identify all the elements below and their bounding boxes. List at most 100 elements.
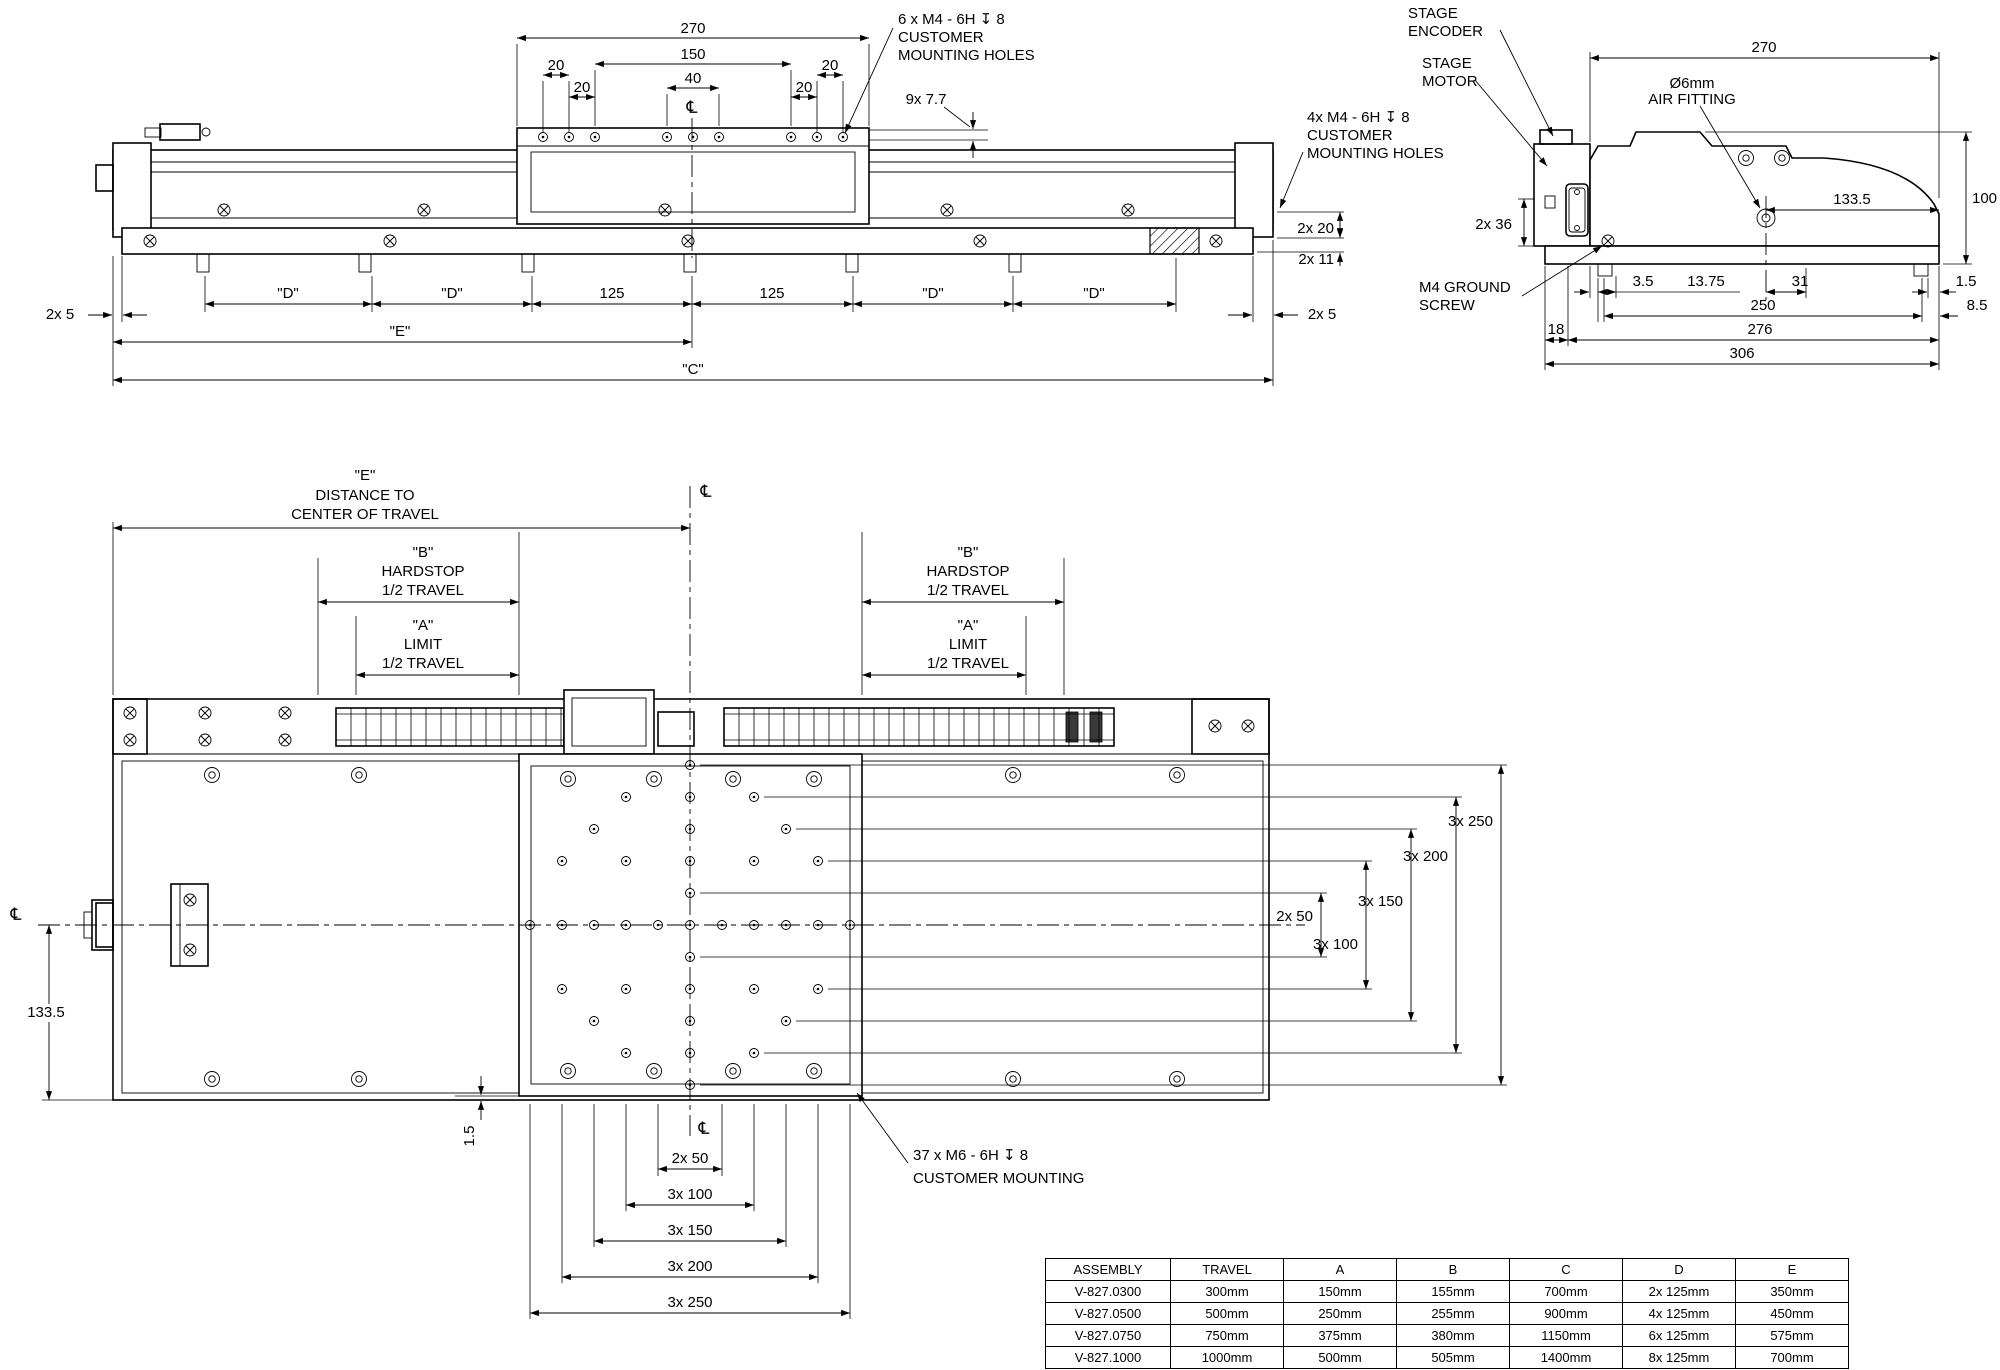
centerline-symbol: ℄ [698, 1119, 710, 1138]
dim-E-label: "E" [390, 323, 411, 340]
cell-e: 575mm [1735, 1324, 1849, 1347]
cell-b: 380mm [1396, 1324, 1510, 1347]
dim-40-label: 40 [685, 70, 702, 87]
limit-left-line1: "A" [413, 617, 434, 634]
table-header-d: D [1622, 1258, 1736, 1281]
plan-left-endcap [112, 698, 148, 755]
cell-assembly: V-827.0500 [1045, 1302, 1171, 1325]
ground-screw-label-2: SCREW [1419, 297, 1476, 314]
cell-travel: 500mm [1170, 1302, 1284, 1325]
table-row: V-827.1000 1000mm 500mm 505mm 1400mm 8x … [1045, 1346, 1849, 1369]
cell-c: 1400mm [1509, 1346, 1623, 1369]
table-row: V-827.0300 300mm 150mm 155mm 700mm 2x 12… [1045, 1280, 1849, 1303]
leader-arrow [1279, 151, 1304, 209]
dim-20-label: 20 [796, 79, 813, 96]
cell-e: 700mm [1735, 1346, 1849, 1369]
ground-screw-label-1: M4 GROUND [1419, 279, 1511, 296]
cell-a: 150mm [1283, 1280, 1397, 1303]
cell-travel: 750mm [1170, 1324, 1284, 1347]
plan-chain-bracket [563, 689, 655, 755]
dim-3x100-bottom-label: 3x 100 [667, 1186, 712, 1203]
dim-D-label: "D" [922, 285, 943, 302]
limit-right-line2: LIMIT [949, 636, 987, 653]
centerline-symbol: ℄ [686, 98, 698, 117]
dim-2x5-right-label: 2x 5 [1308, 306, 1336, 323]
centerline-symbol: ℄ [700, 482, 712, 501]
stage-motor-label-2: MOTOR [1422, 73, 1478, 90]
leader-arrow [844, 27, 894, 134]
cell-b: 155mm [1396, 1280, 1510, 1303]
side-carriage [516, 127, 870, 225]
dim-3x150-bottom-label: 3x 150 [667, 1222, 712, 1239]
callout-4xm4-line2: CUSTOMER [1307, 127, 1393, 144]
cell-assembly: V-827.1000 [1045, 1346, 1171, 1369]
cell-c: 700mm [1509, 1280, 1623, 1303]
cell-e: 350mm [1735, 1280, 1849, 1303]
dim-306-label: 306 [1729, 345, 1754, 362]
assembly-table: ASSEMBLY TRAVEL A B C D E V-827.0300 300… [1045, 1258, 1849, 1369]
dim-20-label: 20 [822, 57, 839, 74]
stage-encoder-label-2: ENCODER [1408, 23, 1483, 40]
table-header-assembly: ASSEMBLY [1045, 1258, 1171, 1281]
dim-D-label: "D" [277, 285, 298, 302]
dim-133-5-plan-label: 133.5 [27, 1004, 65, 1021]
cell-a: 250mm [1283, 1302, 1397, 1325]
dim-C-label: "C" [682, 361, 703, 378]
leader-arrow [1521, 245, 1603, 297]
dim-270-end-label: 270 [1751, 39, 1776, 56]
cell-travel: 1000mm [1170, 1346, 1284, 1369]
callout-37xm6-line2: CUSTOMER MOUNTING [913, 1170, 1084, 1187]
dim-20-label: 20 [548, 57, 565, 74]
dim-D-label: "D" [441, 285, 462, 302]
hardstop-left-line2: HARDSTOP [381, 563, 464, 580]
leader-arrow [1699, 105, 1761, 209]
assembly-table-header: ASSEMBLY TRAVEL A B C D E [1045, 1258, 1849, 1281]
cell-travel: 300mm [1170, 1280, 1284, 1303]
dim-D-label: "D" [1083, 285, 1104, 302]
end-motor-block [1533, 143, 1591, 247]
dim-3x100-right-label: 3x 100 [1313, 936, 1358, 953]
dim-276-label: 276 [1747, 321, 1772, 338]
stage-motor-label-1: STAGE [1422, 55, 1472, 72]
callout-37xm6-line1: 37 x M6 - 6H ↧ 8 [913, 1147, 1028, 1164]
hardstop-right-line3: 1/2 TRAVEL [927, 582, 1009, 599]
cell-assembly: V-827.0300 [1045, 1280, 1171, 1303]
side-clamp-section [1149, 227, 1200, 255]
stage-encoder-label-1: STAGE [1408, 5, 1458, 22]
cell-c: 900mm [1509, 1302, 1623, 1325]
dim-133-5-end-label: 133.5 [1833, 191, 1871, 208]
dim-3x200-right-label: 3x 200 [1403, 848, 1448, 865]
dim-125-label: 125 [599, 285, 624, 302]
travel-center-line1: "E" [355, 467, 376, 484]
hardstop-left-line1: "B" [413, 544, 434, 561]
plan-view-body [83, 689, 1270, 1101]
labels: 270 150 40 20 20 20 20 ℄ 6 x M4 - 6H ↧ 8… [10, 5, 1997, 1311]
plan-right-endcap [1191, 698, 1270, 755]
dim-20-label: 20 [574, 79, 591, 96]
end-base-plate [1544, 245, 1940, 265]
table-header-e: E [1735, 1258, 1849, 1281]
cell-a: 375mm [1283, 1324, 1397, 1347]
table-header-c: C [1509, 1258, 1623, 1281]
dim-270-label: 270 [680, 20, 705, 37]
callout-4xm4-line3: MOUNTING HOLES [1307, 145, 1444, 162]
cell-d: 6x 125mm [1622, 1324, 1736, 1347]
dim-31-label: 31 [1792, 273, 1809, 290]
dim-125-label: 125 [759, 285, 784, 302]
table-row: V-827.0500 500mm 250mm 255mm 900mm 4x 12… [1045, 1302, 1849, 1325]
cell-d: 8x 125mm [1622, 1346, 1736, 1369]
dim-9x77-label: 9x 7.7 [906, 91, 947, 108]
cell-b: 255mm [1396, 1302, 1510, 1325]
side-view-body [95, 123, 1274, 273]
end-body-profile [1589, 131, 1940, 247]
hardstop-right-line2: HARDSTOP [926, 563, 1009, 580]
limit-right-line3: 1/2 TRAVEL [927, 655, 1009, 672]
end-dsub-connector [1565, 183, 1589, 237]
table-header-b: B [1396, 1258, 1510, 1281]
cell-c: 1150mm [1509, 1324, 1623, 1347]
cell-assembly: V-827.0750 [1045, 1324, 1171, 1347]
travel-center-line3: CENTER OF TRAVEL [291, 506, 439, 523]
leader-arrow [1474, 79, 1548, 167]
cell-b: 505mm [1396, 1346, 1510, 1369]
leader-line [943, 106, 971, 128]
